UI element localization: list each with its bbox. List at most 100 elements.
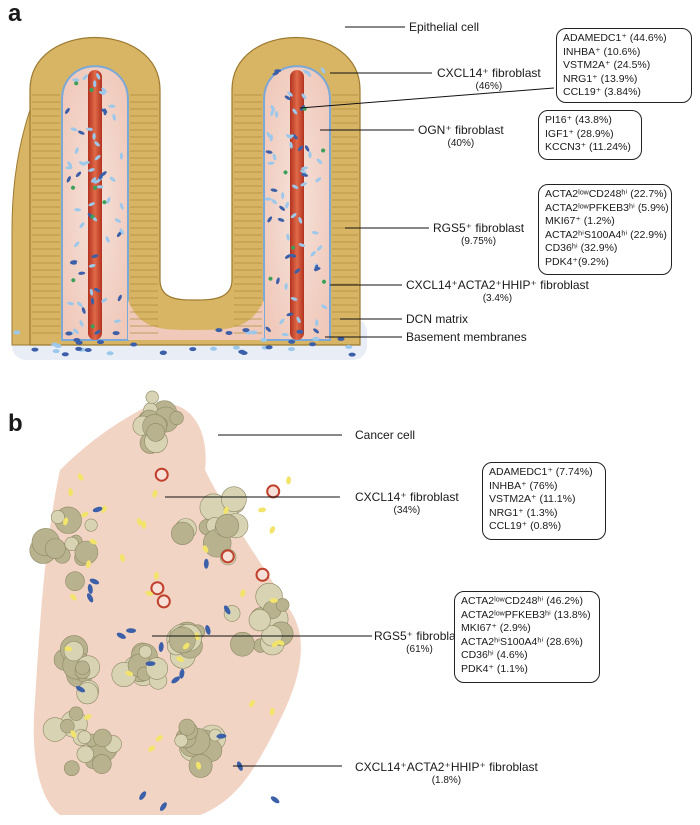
label-ogn-pct: (40%) <box>447 138 475 149</box>
tumor-stroma <box>33 403 301 815</box>
fibroblast-cell <box>268 276 273 281</box>
fibroblast-cell <box>284 95 291 101</box>
fibroblast-cell <box>114 218 122 223</box>
fibroblast-cell <box>90 177 97 183</box>
fibroblast-cell <box>285 201 289 209</box>
fibroblast-cell <box>109 176 116 182</box>
fibroblast-cell <box>101 87 107 93</box>
fibroblast-cell <box>93 185 98 190</box>
fibroblast-cell <box>265 326 271 333</box>
box-ogn-subtypes: PI16⁺ (43.8%) IGF1⁺ (28.9%) KCCN3⁺ (11.2… <box>538 110 642 160</box>
fibroblast-cell <box>267 161 275 165</box>
label-cxcl14-fibroblast-b: CXCL14⁺ fibroblast (34%) <box>355 490 459 517</box>
label-hhip-pct: (1.8%) <box>431 775 462 786</box>
fibroblast-cell <box>81 307 86 314</box>
label-hhip-fibroblast-b: CXCL14⁺ACTA2⁺HHIP⁺ fibroblast (1.8%) <box>355 760 538 787</box>
fibroblast-cell <box>296 316 301 324</box>
tumor-cell <box>168 626 196 654</box>
fibroblast-cell <box>202 545 209 553</box>
fibroblast-cell <box>290 213 297 219</box>
box-row: INHBA⁺ (10.6%) <box>563 45 641 58</box>
label-rgs5-name: RGS5⁺ fibroblast <box>374 629 466 643</box>
fibroblast-cell <box>85 560 91 569</box>
tumor-cell <box>275 598 290 612</box>
fibroblast-cell <box>71 185 75 190</box>
fibroblast-cell <box>289 141 293 149</box>
fibroblast-cell <box>68 488 74 497</box>
fibroblast-cell <box>283 170 288 175</box>
label-ogn-name: OGN⁺ fibroblast <box>418 123 504 137</box>
box-row: MKI67⁺ (2.9%) <box>461 622 531 635</box>
basement-cell <box>309 342 316 347</box>
fibroblast-cell <box>94 330 101 335</box>
tumor-cell <box>230 631 255 657</box>
fibroblast-cell <box>269 598 278 603</box>
fibroblast-cell <box>171 676 181 684</box>
box-row: ACTA2ˡᵒʷCD248ʰⁱ (46.2%) <box>461 595 583 607</box>
box-row: NRG1⁺ (13.9%) <box>563 72 638 85</box>
vessel-cell <box>150 581 165 596</box>
label-epithelial-cell: Epithelial cell <box>409 20 480 34</box>
fibroblast-cell <box>313 328 320 334</box>
fibroblast-cell <box>87 584 93 594</box>
fibroblast-cell <box>297 145 304 152</box>
fibroblast-cell <box>136 518 143 526</box>
fibroblast-cell <box>64 107 70 114</box>
fibroblast-cell <box>67 161 73 168</box>
fibroblast-cell <box>75 685 86 693</box>
vessel-cell <box>255 567 270 582</box>
label-rgs5-fibroblast-a: RGS5⁺ fibroblast (9.75%) <box>433 221 524 248</box>
fibroblast-cell <box>274 110 279 118</box>
tumor-cell <box>76 745 95 763</box>
basement-cell <box>265 345 273 350</box>
basement-cell <box>296 329 304 334</box>
fibroblast-cell <box>301 173 309 177</box>
box-row: ADAMEDC1⁺ (44.6%) <box>563 32 667 44</box>
panel-a-letter: a <box>8 0 22 27</box>
tumor-cell <box>50 509 65 524</box>
fibroblast-cell <box>298 243 306 247</box>
fibroblast-cell <box>223 506 229 515</box>
tumor-cell <box>248 609 271 632</box>
fibroblast-cell <box>70 593 77 601</box>
fibroblast-cell <box>86 127 93 131</box>
label-cxcl14-name: CXCL14⁺ fibroblast <box>355 490 459 504</box>
box-row: KCCN3⁺ (11.24%) <box>545 141 631 154</box>
tumor-cell <box>215 514 240 538</box>
fibroblast-cell <box>93 80 97 88</box>
box-row: ACTA2ˡᵒʷPFKEB3ʰⁱ (5.9%) <box>545 201 669 214</box>
fibroblast-cell <box>89 578 100 585</box>
fibroblast-cell <box>258 507 267 513</box>
basement-cell <box>112 331 120 336</box>
basement-cell <box>130 342 138 347</box>
box-row: CD36ʰⁱ (32.9%) <box>545 242 618 255</box>
fibroblast-cell <box>266 131 272 139</box>
basement-cell <box>225 331 233 335</box>
fibroblast-cell <box>94 155 101 161</box>
basement-cell <box>61 352 69 357</box>
tumor-fibroblasts <box>63 467 292 811</box>
fibroblast-cell <box>119 202 124 210</box>
fibroblast-cell <box>86 593 94 603</box>
fibroblast-cell <box>113 319 121 323</box>
epithelium-base <box>11 109 31 346</box>
tumor-cell <box>178 718 196 736</box>
crypt-stroma <box>128 300 264 340</box>
fibroblast-cell <box>269 707 275 716</box>
fibroblast-cell <box>116 231 122 238</box>
fibroblast-cell <box>141 520 147 529</box>
tumor-cell <box>92 754 112 774</box>
fibroblast-cell <box>269 526 276 534</box>
label-ogn-fibroblast: OGN⁺ fibroblast (40%) <box>418 123 504 150</box>
label-cxcl14-pct: (34%) <box>393 505 421 516</box>
box-row: MKI67⁺ (1.2%) <box>545 215 615 228</box>
villus-illustration <box>11 37 367 360</box>
fibroblast-cell <box>176 656 184 662</box>
fibroblast-cell <box>272 153 277 161</box>
fibroblast-cell <box>301 166 309 170</box>
fibroblast-cell <box>158 642 164 652</box>
fibroblast-cell <box>205 625 211 635</box>
fibroblast-cell <box>279 205 286 211</box>
fibroblast-cell <box>101 108 108 114</box>
